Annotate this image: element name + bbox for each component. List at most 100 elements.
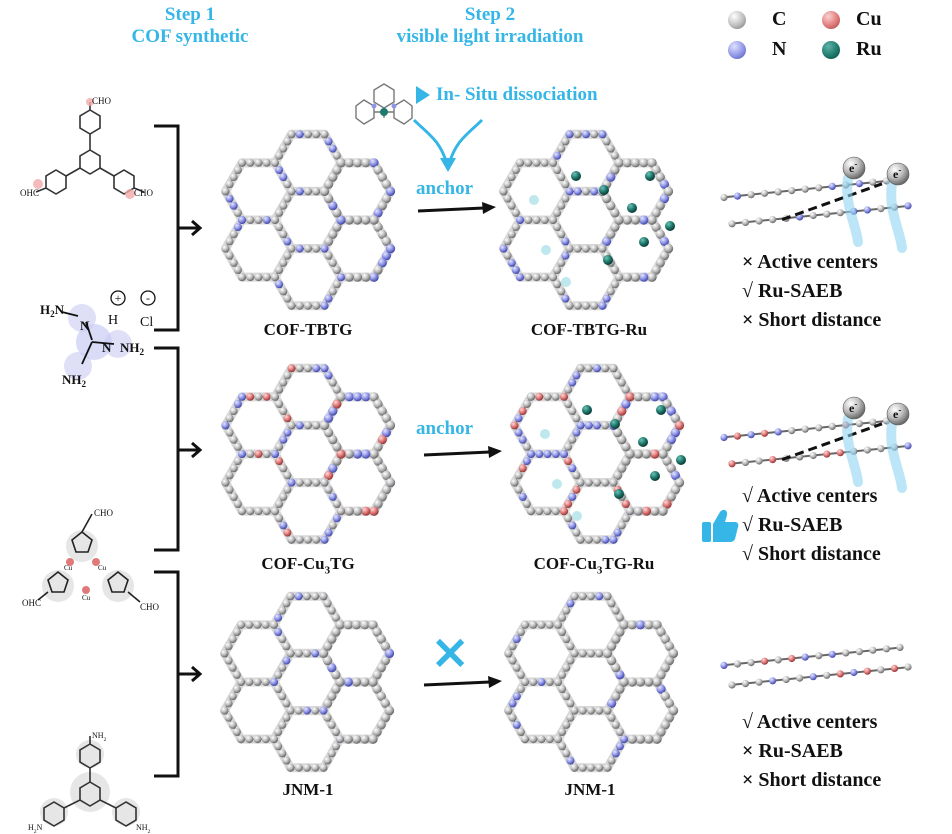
feature-mark: √ xyxy=(742,485,753,507)
legend-label-n: N xyxy=(772,38,787,60)
funnel-arrow-icon xyxy=(412,118,484,172)
cof-structure-jnm-1 xyxy=(220,591,395,773)
electron-label: e- xyxy=(849,159,857,175)
stack-side-view-row2: e-e- xyxy=(720,396,912,493)
dissociation-label: In- Situ dissociation xyxy=(436,84,598,105)
legend-swatch-cu xyxy=(822,11,840,29)
blocked-mark-row3: × xyxy=(430,624,471,680)
step1-subtitle: COF synthetic xyxy=(131,26,249,47)
feature-item: × Short distance xyxy=(742,306,881,335)
cu-label-1: Cu xyxy=(64,564,73,572)
stack-side-view-row1: e-e- xyxy=(720,156,912,253)
cof-structure-cof-cu3tg xyxy=(221,363,396,545)
feature-mark: × xyxy=(742,309,754,331)
feature-mark: √ xyxy=(742,280,753,302)
amine-label-3: NH2 xyxy=(62,372,87,389)
legend-swatch-n xyxy=(728,41,746,59)
stack-side-view-row3 xyxy=(720,643,912,689)
imine-label-2: N xyxy=(102,340,112,355)
ru-complex-icon xyxy=(355,83,413,125)
cu-aldehyde-label-right: CHO xyxy=(140,602,160,612)
electron-label: e- xyxy=(893,405,901,421)
reaction-arrow-row2 xyxy=(423,446,502,458)
feature-item: × Active centers xyxy=(742,248,881,277)
feature-item: √ Active centers xyxy=(742,482,881,511)
feature-list-row2: √ Active centers √ Ru-SAEB √ Short dista… xyxy=(742,482,881,569)
caption-jnm-1: JNM-1 xyxy=(282,780,334,799)
feature-mark: × xyxy=(742,251,754,273)
aldehyde-label-right: CHO xyxy=(134,188,154,198)
triamine-monomer: NH2 H2N NH2 xyxy=(28,731,151,834)
cof-structure-cof-cu3tg-ru xyxy=(510,363,686,545)
feature-item: √ Ru-SAEB xyxy=(742,511,881,540)
feature-mark: × xyxy=(742,740,754,762)
legend-swatch-ru xyxy=(822,41,840,59)
anchor-label-row1: anchor xyxy=(416,178,473,199)
amine-label-right: NH2 xyxy=(136,823,151,834)
cof-structure-cof-tbtg-ru xyxy=(499,129,675,311)
thumbs-up-icon xyxy=(702,509,739,542)
feature-list-row3: √ Active centers × Ru-SAEB × Short dista… xyxy=(742,708,881,795)
minus-sign: - xyxy=(146,291,150,305)
caption-cof-tbtg-ru: COF-TBTG-Ru xyxy=(530,320,648,339)
feature-text: Ru-SAEB xyxy=(757,514,843,536)
imine-label-1: N xyxy=(80,318,90,333)
step1-title: Step 1 xyxy=(164,4,216,25)
legend-label-c: C xyxy=(772,8,787,30)
feature-list-row1: × Active centers √ Ru-SAEB × Short dista… xyxy=(742,248,881,335)
electron-label: e- xyxy=(893,165,901,181)
legend-label-cu: Cu xyxy=(856,8,882,30)
amine-label-top: NH2 xyxy=(92,731,107,743)
step2-title: Step 2 xyxy=(464,4,516,25)
feature-text: Active centers xyxy=(756,485,878,507)
aldehyde-label-top: CHO xyxy=(92,96,112,106)
caption-cof-tbtg: COF-TBTG xyxy=(263,320,353,339)
caption-cof-cu3tg: COF-Cu3TG xyxy=(261,554,355,577)
caption-jnm-1-after: JNM-1 xyxy=(564,780,616,799)
feature-text: Short distance xyxy=(758,769,882,791)
feature-text: Short distance xyxy=(757,543,881,565)
plus-sign: + xyxy=(115,291,122,305)
amine-label-1: H2N xyxy=(40,302,65,319)
feature-text: Active centers xyxy=(756,711,878,733)
chloride-label: Cl xyxy=(140,315,153,330)
cof-structure-jnm-1-after xyxy=(504,591,679,773)
reaction-arrow-row1 xyxy=(417,202,496,214)
amine-label-left: H2N xyxy=(28,823,43,834)
aldehyde-label-left: OHC xyxy=(20,188,39,198)
step2-header: Step 2 visible light irradiation xyxy=(360,4,620,48)
atom-legend: C Cu N Ru xyxy=(724,2,924,66)
feature-text: Short distance xyxy=(758,309,882,331)
legend-swatch-c xyxy=(728,11,746,29)
electron-label: e- xyxy=(849,399,857,415)
feature-mark: √ xyxy=(742,543,753,565)
caption-cof-cu3tg-ru: COF-Cu3TG-Ru xyxy=(533,554,655,577)
legend-label-ru: Ru xyxy=(856,38,882,60)
feature-item: √ Active centers xyxy=(742,708,881,737)
trialdehyde-monomer: CHO OHC CHO xyxy=(20,96,154,199)
feature-mark: √ xyxy=(742,711,753,733)
feature-item: × Ru-SAEB xyxy=(742,737,881,766)
dissociation-arrow-icon xyxy=(416,86,430,104)
feature-item: √ Ru-SAEB xyxy=(742,277,881,306)
cu-label-3: Cu xyxy=(82,594,91,602)
reaction-arrow-row3 xyxy=(423,676,502,688)
feature-mark: × xyxy=(742,769,754,791)
feature-mark: √ xyxy=(742,514,753,536)
feature-text: Ru-SAEB xyxy=(757,280,843,302)
feature-item: √ Short distance xyxy=(742,540,881,569)
guanidinium-h: H xyxy=(108,313,118,328)
copper-monomer: CHO OHC CHO Cu Cu Cu xyxy=(22,508,160,612)
cu-label-2: Cu xyxy=(98,564,107,572)
feature-text: Active centers xyxy=(757,251,878,273)
anchor-label-row2: anchor xyxy=(416,418,473,439)
feature-text: Ru-SAEB xyxy=(758,740,843,762)
guanidinium-monomer: + - H Cl H2N N NH2 N NH2 xyxy=(40,290,156,389)
cu-aldehyde-label-left: OHC xyxy=(22,598,41,608)
feature-item: × Short distance xyxy=(742,766,881,795)
cof-structure-cof-tbtg xyxy=(221,129,396,311)
amine-label-2: NH2 xyxy=(120,340,145,357)
step1-header: Step 1 COF synthetic xyxy=(100,4,280,48)
step2-subtitle: visible light irradiation xyxy=(396,26,584,47)
precursor-brackets xyxy=(154,124,203,778)
